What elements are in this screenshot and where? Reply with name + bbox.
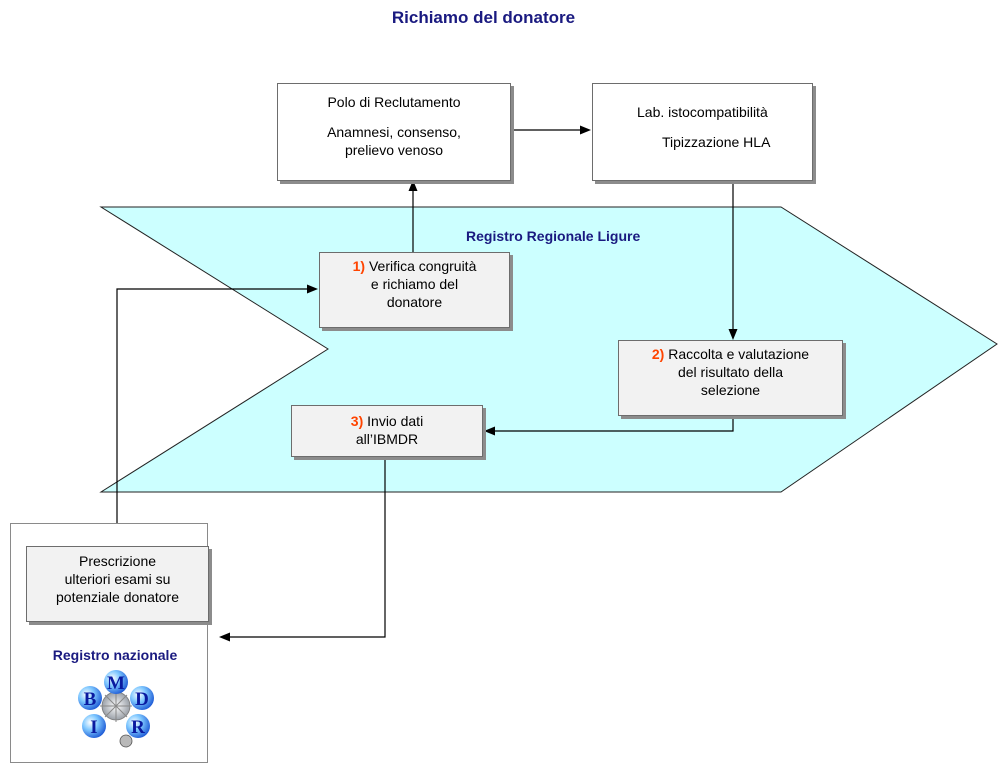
arrowhead-lab (580, 125, 591, 135)
step2-raccolta-box: 2) Raccolta e valutazione del risultato … (618, 340, 843, 416)
step3-line2: all’IBMDR (355, 431, 419, 447)
arrowhead-polo (408, 180, 418, 191)
logo-letter-i: I (90, 717, 97, 738)
step1-number: 1) (352, 258, 366, 274)
step3-number: 3) (350, 413, 364, 429)
arrowhead-step1 (307, 284, 318, 294)
prescrizione-line1: Prescrizione (78, 553, 157, 569)
prescrizione-line2: ulteriori esami su (64, 571, 171, 587)
step3-invio-box: 3) Invio dati all’IBMDR (291, 405, 483, 457)
step1-line3: donatore (386, 294, 443, 310)
step1-line2: e richiamo del (370, 276, 459, 292)
arrowhead-national (219, 632, 230, 642)
step3-line1-text: Invio dati (363, 413, 424, 429)
step2-line1-text: Raccolta e valutazione (664, 346, 810, 362)
logo-letter-d: D (135, 689, 149, 710)
page-title: Richiamo del donatore (391, 8, 576, 27)
prescrizione-box: Prescrizione ulteriori esami su potenzia… (26, 546, 209, 622)
step2-line2: del risultato della (677, 364, 784, 380)
lab-istocompatibilita-box: Lab. istocompatibilità Tipizzazione HLA (592, 83, 813, 181)
logo-letter-r: R (131, 717, 145, 738)
arrowhead-step2 (728, 329, 738, 340)
polo-line-prelievo: prelievo venoso (344, 142, 444, 158)
ibmdr-logo-icon: M B D I R (78, 670, 154, 748)
logo-letter-m: M (107, 673, 125, 694)
step2-line3: selezione (700, 382, 761, 398)
polo-title: Polo di Reclutamento (327, 94, 461, 110)
regional-registry-label: Registro Regionale Ligure (466, 228, 641, 244)
logo-letter-b: B (84, 689, 97, 710)
step2-line1: 2) Raccolta e valutazione (619, 345, 842, 363)
step1-line1-text: Verifica congruità (365, 258, 477, 274)
arrow-national-to-step1 (116, 288, 310, 523)
step3-line1: 3) Invio dati (292, 412, 482, 430)
lab-title: Lab. istocompatibilità (637, 104, 768, 120)
step1-line1: 1) Verifica congruità (320, 257, 509, 275)
step1-verifica-box: 1) Verifica congruità e richiamo del don… (319, 252, 510, 328)
arrow-step2-to-step3 (492, 415, 734, 432)
prescrizione-line3: potenziale donatore (56, 589, 179, 605)
polo-reclutamento-box: Polo di Reclutamento Anamnesi, consenso,… (277, 83, 511, 181)
polo-line-anamnesi: Anamnesi, consenso, (327, 124, 461, 140)
arrow-step3-to-national (227, 456, 386, 638)
national-registry-label: Registro nazionale (52, 647, 178, 663)
arrowhead-step3 (484, 426, 495, 436)
lab-line-hla: Tipizzazione HLA (662, 134, 771, 150)
regional-registry-chevron (99, 206, 998, 493)
step2-number: 2) (651, 346, 665, 362)
